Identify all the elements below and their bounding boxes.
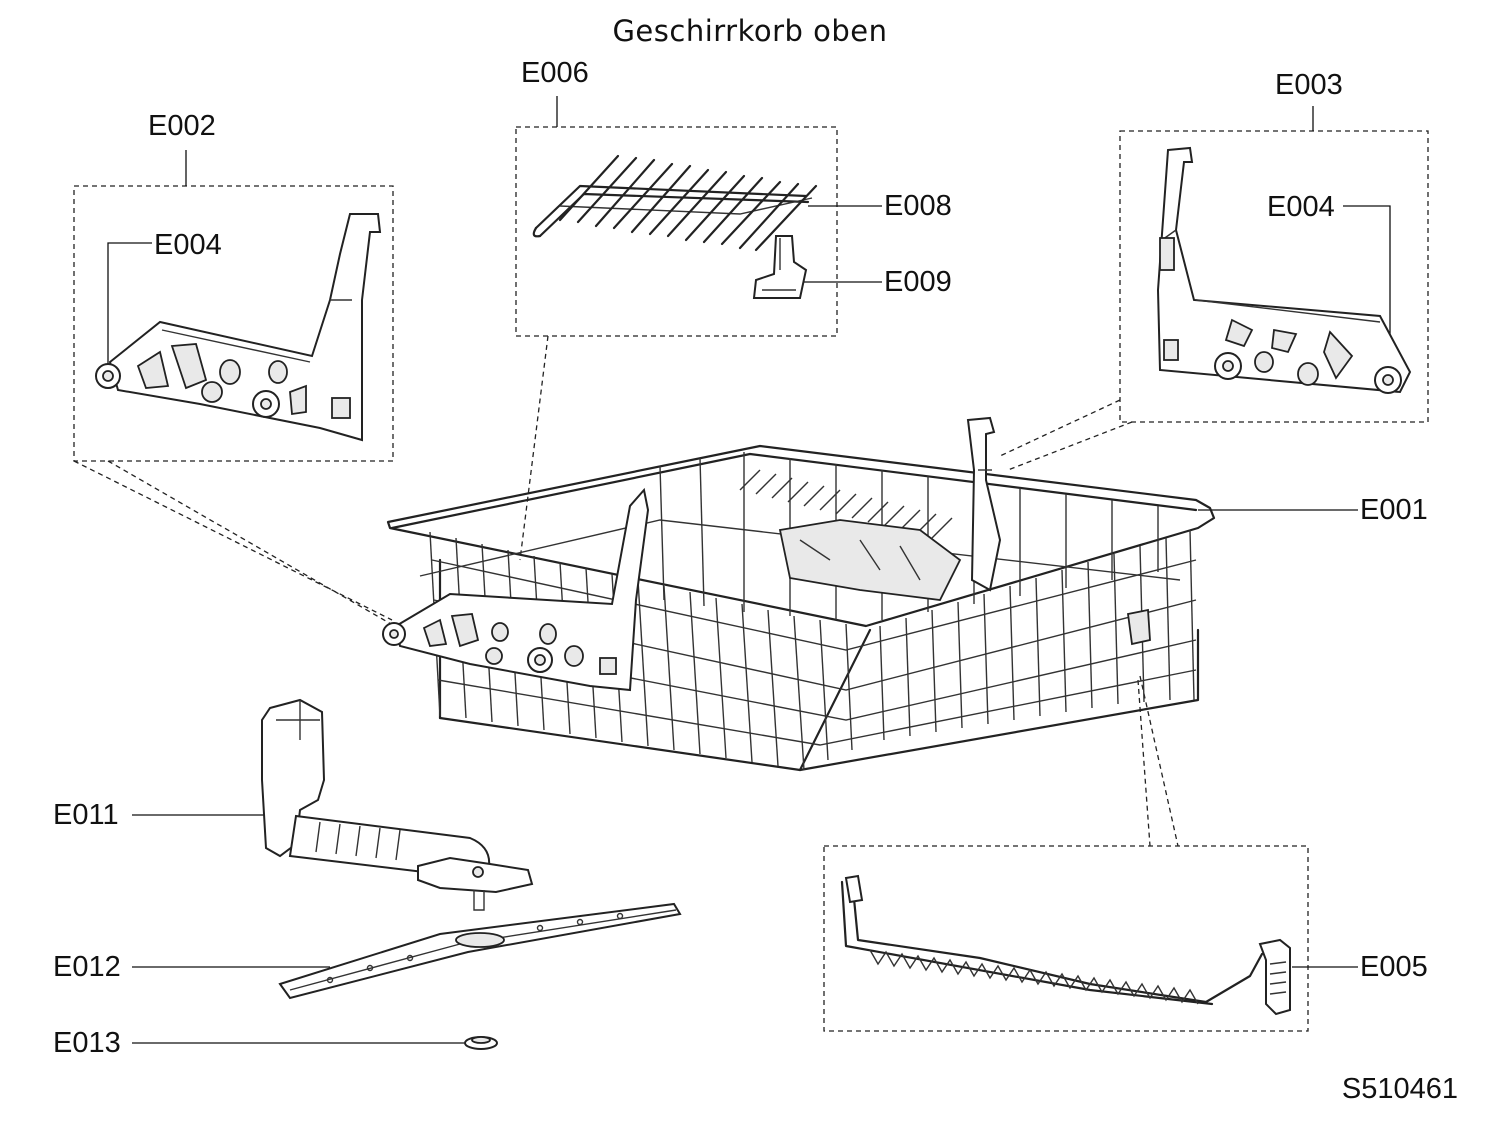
leader-e004-left bbox=[107, 242, 152, 370]
label-e003: E003 bbox=[1275, 69, 1343, 101]
detail-box-e003 bbox=[1119, 130, 1429, 423]
side-rail-e005 bbox=[840, 874, 1291, 1016]
height-adjuster-left-e002 bbox=[95, 213, 382, 442]
detail-box-e005 bbox=[823, 845, 1309, 1032]
label-e005: E005 bbox=[1360, 951, 1428, 983]
detail-box-e006 bbox=[515, 126, 838, 337]
label-e004-right: E004 bbox=[1267, 191, 1335, 223]
label-e002: E002 bbox=[148, 110, 216, 142]
label-e013: E013 bbox=[53, 1027, 121, 1059]
projection-lines-e005 bbox=[1137, 675, 1179, 847]
label-e012: E012 bbox=[53, 951, 121, 983]
label-e009: E009 bbox=[884, 266, 952, 298]
label-e001: E001 bbox=[1360, 494, 1428, 526]
spray-arm-nut-e013 bbox=[464, 1036, 498, 1050]
label-e011: E011 bbox=[53, 799, 119, 831]
label-e004-left: E004 bbox=[154, 229, 222, 261]
label-e006: E006 bbox=[521, 57, 589, 89]
leader-e004-right bbox=[1343, 205, 1391, 376]
cup-rack-e006 bbox=[532, 154, 818, 299]
height-adjuster-right-e003 bbox=[1156, 146, 1412, 394]
drawing-code: S510461 bbox=[1341, 1073, 1458, 1105]
projection-lines-e003 bbox=[999, 399, 1133, 471]
projection-lines-e002 bbox=[73, 460, 399, 629]
spray-arm-supply-e011 bbox=[261, 698, 534, 911]
projection-line-e006 bbox=[519, 335, 549, 561]
label-e008: E008 bbox=[884, 190, 952, 222]
diagram-title: Geschirrkorb oben bbox=[612, 14, 888, 48]
spray-arm-e012 bbox=[278, 902, 682, 1000]
upper-basket-e001 bbox=[382, 416, 1216, 772]
